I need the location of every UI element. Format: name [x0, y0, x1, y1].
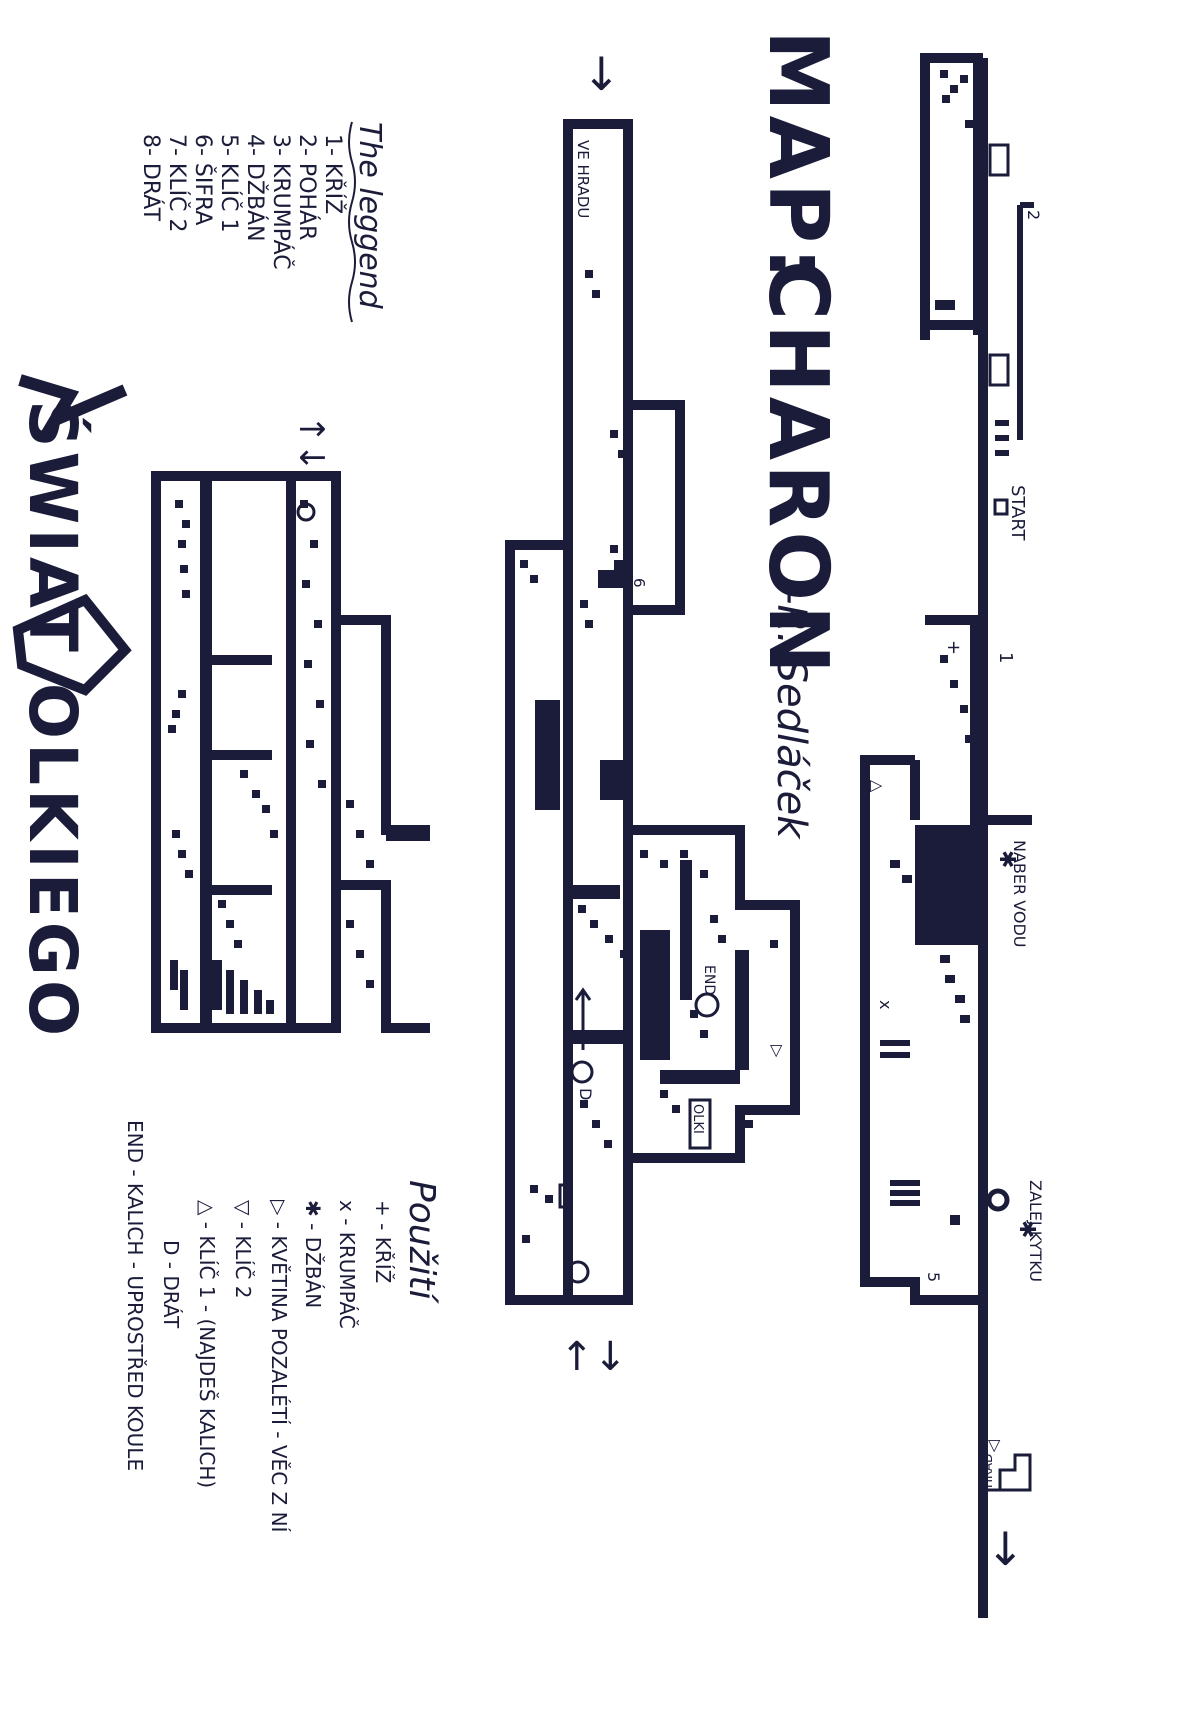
lightning-bolt-icon [18, 374, 128, 433]
label-6: 6 [630, 578, 648, 588]
usage-item-4: ▷ - KVĚTINA POZALÉTÍ - VĚC Z NÍ [267, 1200, 291, 1533]
legend: The leggend 1- KŘÍŽ 2- POHÁR 3- KRUMPÁČ … [138, 121, 387, 323]
label-naber-vodu: NABER VODU [1010, 840, 1029, 948]
hrad-castle-icon [985, 1453, 1032, 1492]
legend-item-8: 8- DRÁT [138, 134, 164, 222]
usage-item-8: END - KALICH - UPROSTŘED KOULE [123, 1120, 147, 1471]
legend-item-7: 7- KLÍČ 2 [164, 134, 190, 232]
center-section-terrain [520, 270, 778, 1243]
title-name: CHARON [750, 260, 845, 678]
center-inner-arrow [574, 987, 592, 1050]
usage-item-3: ✱ - DŽBÁN [301, 1200, 325, 1308]
legend-heading: The leggend [352, 122, 387, 310]
legend-item-3: 3- KRUMPÁČ [268, 134, 294, 270]
legend-item-6: 6- ŠIFRA [190, 134, 216, 225]
flower-icon [986, 1188, 1010, 1212]
legend-item-1: 1- KŘÍŽ [320, 134, 346, 214]
center-top-arrow: ↓ [582, 47, 621, 101]
center-door [558, 1183, 572, 1209]
center-bottom-arrow: ↑↓ [560, 1334, 627, 1380]
usage-item-1: + - KŘÍŽ [371, 1200, 395, 1283]
usage-key: Použití + - KŘÍŽ x - KRUMPÁČ ✱ - DŽBÁN ▷… [123, 1120, 442, 1533]
usage-item-5: ▽ - KLÍČ 2 [231, 1200, 255, 1299]
diamond-shield-icon [12, 593, 132, 696]
label-3: 3 [934, 300, 953, 310]
usage-item-6: △ - KLÍČ 1 - (NAJDEŠ KALICH) [195, 1200, 219, 1488]
start-box [993, 498, 1009, 516]
title-prefix: MAP: [750, 30, 845, 284]
right-bottom-arrow: ↓ [986, 1522, 1025, 1576]
olki-box [688, 1098, 712, 1150]
label-1: 1 [995, 652, 1016, 663]
logo-text: ŚWIAT OLKIEGO [14, 400, 91, 1040]
legend-item-2: 2- POHÁR [294, 134, 320, 240]
label-plus: + [943, 640, 964, 655]
label-tri-right-2: ▷ [986, 1440, 1005, 1453]
map-title: MAP: CHARON -R. Sedláček [750, 30, 845, 840]
label-hrad: HRAD [981, 1454, 995, 1488]
label-end: END [701, 965, 717, 995]
left-section-arrow: ↑↓ [291, 415, 331, 472]
label-ve-hradu: VE HRADU [574, 140, 592, 218]
end-ball-icon [694, 992, 720, 1018]
map-section-center: VE HRADU 6 END D OLKI ▷ ↓ ↑↓ [505, 47, 800, 1380]
label-x: x [876, 1000, 895, 1009]
title-author: -R. Sedláček [768, 590, 814, 840]
label-d: D [576, 1088, 595, 1100]
map-section-right: 3 2 START 1 + NABER VODU ✱ △ x ZALEJ KYT… [860, 53, 1045, 1618]
right-section-terrain [890, 70, 1009, 1225]
map-section-left: 7 ↑↓ [151, 415, 430, 1033]
legend-item-4: 4- DŽBÁN [242, 134, 268, 242]
game-logo: ŚWIAT OLKIEGO [12, 374, 132, 1040]
label-2: 2 [1024, 210, 1043, 220]
chalice-box-1 [988, 143, 1010, 177]
label-zalej-kytku: ZALEJ KYTKU [1026, 1180, 1045, 1282]
label-star-1: ✱ [994, 850, 1019, 868]
legend-item-5: 5- KLÍČ 1 [216, 134, 242, 232]
label-tri-right: ▷ [768, 1045, 787, 1058]
usage-item-7: D - DRÁT [159, 1240, 183, 1329]
label-5: 5 [924, 1272, 943, 1282]
left-section-terrain [168, 500, 374, 1014]
left-section-ring [296, 502, 316, 522]
usage-item-2: x - KRUMPÁČ [335, 1200, 359, 1329]
label-olki: OLKI [690, 1104, 705, 1134]
usage-heading: Použití [401, 1180, 442, 1305]
d-ring-icon [570, 1060, 594, 1084]
chalice-box-2 [988, 353, 1010, 387]
label-tri: △ [868, 780, 887, 793]
label-start: START [1007, 485, 1028, 542]
bottom-ring-icon [566, 1260, 590, 1284]
label-7: 7 [220, 654, 239, 664]
label-star-2: ✱ [1014, 1220, 1039, 1238]
legend-underline [348, 121, 356, 323]
